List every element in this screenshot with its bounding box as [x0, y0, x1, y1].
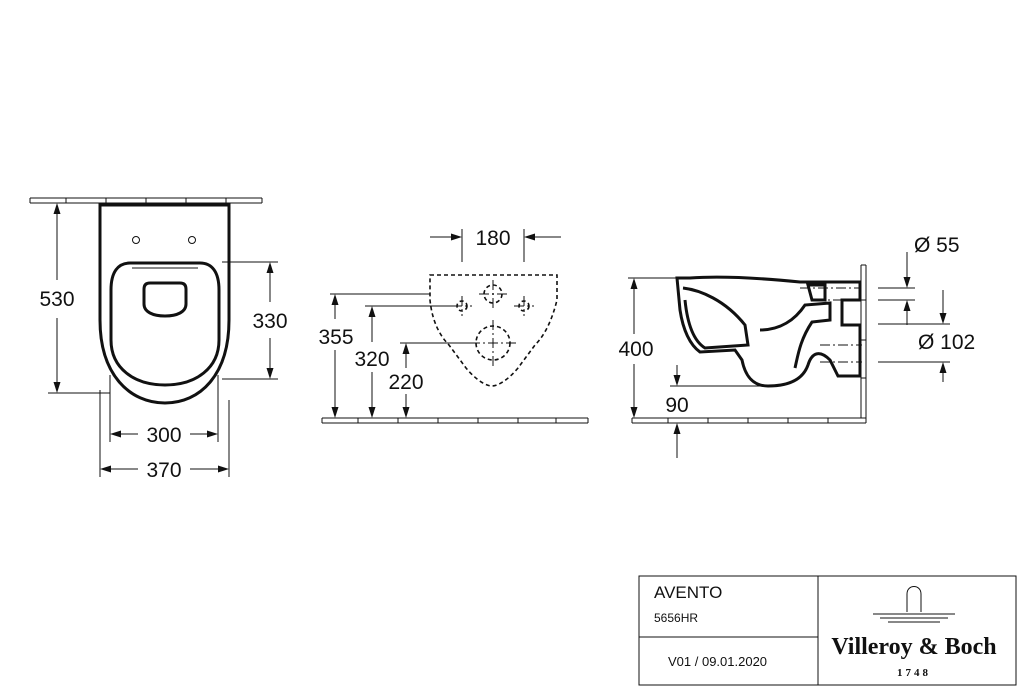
product-code: 5656HR [654, 611, 698, 625]
fixing-hole-left [132, 236, 140, 244]
seat-outline [109, 261, 221, 387]
bowl-outline [98, 203, 231, 405]
fixing-floor [321, 417, 589, 424]
dim-90-label: 90 [665, 394, 688, 417]
dim-90: 90 [665, 365, 689, 458]
outlet-hole [470, 320, 516, 366]
bowl-opening [142, 281, 188, 318]
dim-180-label: 180 [475, 227, 510, 250]
dim-dia-102-label: Ø 102 [918, 331, 975, 354]
dim-dia-55: Ø 55 [878, 234, 960, 325]
back-outline-dashed [429, 274, 558, 387]
dim-330-label: 330 [252, 310, 287, 333]
dim-300-label: 300 [146, 424, 181, 447]
plan-wall [29, 197, 263, 204]
fixing-hole-right [188, 236, 196, 244]
side-view: 400 90 Ø 55 Ø 102 [618, 234, 975, 458]
title-block: AVENTO 5656HR V01 / 09.01.2020 Villeroy … [638, 575, 1017, 686]
fixing-hole-left [452, 296, 472, 316]
dim-220: 220 [388, 342, 470, 418]
dim-370: 370 [99, 390, 230, 482]
side-floor [631, 417, 867, 424]
brand-logo-icon [873, 586, 955, 623]
fixing-hole-right [514, 296, 534, 316]
dim-370-label: 370 [146, 459, 181, 482]
dim-400-label: 400 [618, 338, 653, 361]
dim-330: 330 [222, 261, 288, 380]
inlet-hole [479, 280, 507, 308]
fixing-view: 180 355 320 220 [318, 227, 589, 424]
dim-530-label: 530 [39, 288, 74, 311]
dim-355: 355 [318, 293, 430, 418]
dim-180: 180 [430, 227, 561, 262]
drawing-version: V01 / 09.01.2020 [668, 654, 767, 669]
dim-530: 530 [39, 202, 110, 394]
dim-dia-55-label: Ø 55 [914, 234, 960, 257]
bowl-section [675, 275, 862, 388]
dim-320: 320 [354, 305, 452, 418]
side-wall [860, 264, 867, 419]
plan-view: 530 330 300 [29, 197, 288, 482]
dim-300: 300 [109, 375, 219, 447]
dim-355-label: 355 [318, 326, 353, 349]
brand-name: Villeroy & Boch [831, 634, 996, 660]
product-name: AVENTO [654, 583, 722, 602]
dim-320-label: 320 [354, 348, 389, 371]
dim-220-label: 220 [388, 371, 423, 394]
dim-400: 400 [618, 277, 678, 418]
brand-year: 1748 [897, 667, 931, 679]
dim-dia-102: Ø 102 [878, 290, 975, 382]
